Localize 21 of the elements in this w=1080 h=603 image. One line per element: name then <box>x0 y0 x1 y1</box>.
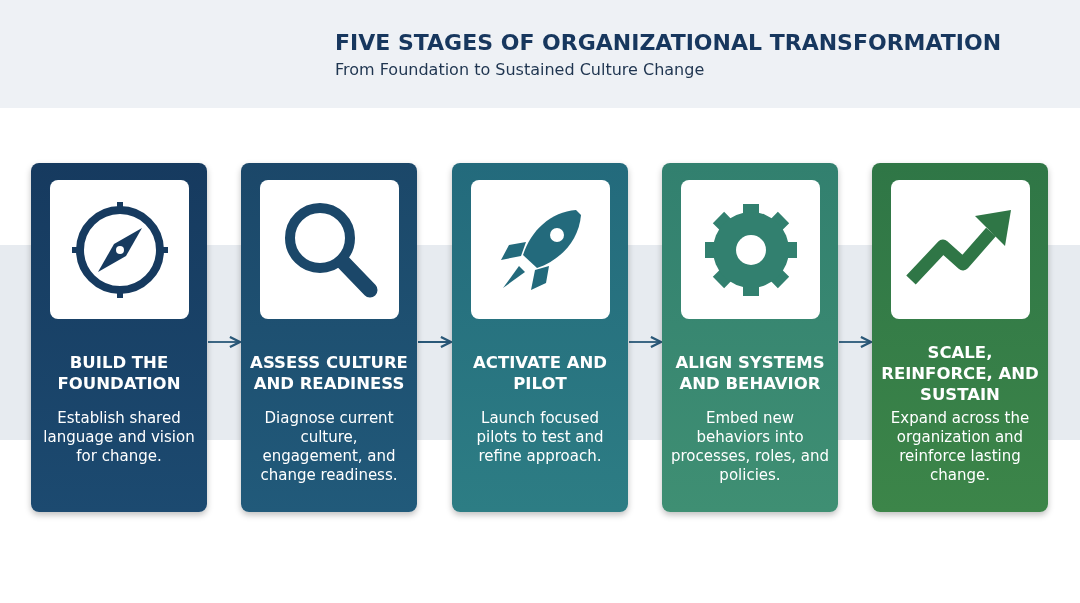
stage-title: BUILD THE FOUNDATION <box>56 352 182 394</box>
stage-card <box>241 163 417 512</box>
arrow <box>207 335 242 349</box>
subtitle: From Foundation to Sustained Culture Change <box>335 60 705 79</box>
stage-card <box>452 163 628 512</box>
stage-description: Establish shared language and vision for change. <box>42 409 196 466</box>
stage-title: ASSESS CULTURE AND READINESS <box>249 352 409 394</box>
stage-description: Embed new behaviors into processes, roles, and policies. <box>670 409 830 485</box>
stage-title: SCALE, REINFORCE, AND SUSTAIN <box>880 341 1040 405</box>
stage-card <box>31 163 207 512</box>
stage-title: ACTIVATE AND PILOT <box>472 352 608 394</box>
stage-title: ALIGN SYSTEMS AND BEHAVIOR <box>674 352 826 394</box>
arrow <box>628 335 663 349</box>
stage-description: Launch focused pilots to test and refine approach. <box>475 409 605 466</box>
arrow <box>417 335 453 349</box>
stage-card <box>662 163 838 512</box>
stage-description: Diagnose current culture, engagement, and change readiness. <box>259 409 399 485</box>
arrow <box>838 335 873 349</box>
stage-description: Expand across the organization and reinforce lasting change. <box>889 409 1031 485</box>
title: FIVE STAGES OF ORGANIZATIONAL TRANSFORMATION <box>335 30 1002 55</box>
stage-card <box>872 163 1048 512</box>
